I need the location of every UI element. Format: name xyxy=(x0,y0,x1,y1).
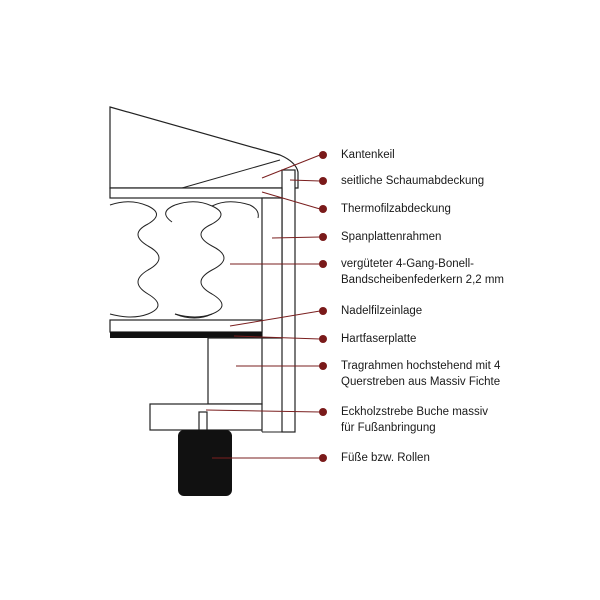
label-thermofilz: Thermofilzabdeckung xyxy=(341,203,451,215)
leader-lines xyxy=(205,154,321,459)
label-nadelfilz: Nadelfilzeinlage xyxy=(341,305,423,317)
foot-bolt xyxy=(198,411,208,431)
side-foam-cover xyxy=(281,169,296,433)
hardboard-plate xyxy=(110,332,262,338)
label-eckholz-line2: für Fußanbringung xyxy=(341,422,436,434)
label-schaumabdeckung: seitliche Schaumabdeckung xyxy=(341,175,485,187)
leader-dots xyxy=(319,151,327,462)
label-hartfaser: Hartfaserplatte xyxy=(341,333,417,345)
label-tragrahmen-line2: Querstreben aus Massiv Fichte xyxy=(341,376,501,388)
label-tragrahmen-line1: Tragrahmen hochstehend mit 4 xyxy=(341,360,501,372)
particle-board-frame xyxy=(261,197,283,339)
label-federkern-line1: vergüteter 4-Gang-Bonell- xyxy=(341,258,474,270)
spring-core xyxy=(109,197,262,321)
label-kantenkeil: Kantenkeil xyxy=(341,149,395,161)
foot xyxy=(178,430,232,496)
support-frame xyxy=(207,337,263,405)
label-spanplatte: Spanplattenrahmen xyxy=(341,231,442,243)
thermofelt-cover xyxy=(109,187,283,199)
needle-felt-inlay xyxy=(109,319,263,333)
edge-wedge xyxy=(109,106,299,189)
label-fuesse: Füße bzw. Rollen xyxy=(341,452,430,464)
wedge-inner-line xyxy=(181,159,281,189)
label-federkern-line2: Bandscheibenfederkern 2,2 mm xyxy=(341,274,505,286)
label-eckholz-line1: Eckholzstrebe Buche massiv xyxy=(341,406,489,418)
